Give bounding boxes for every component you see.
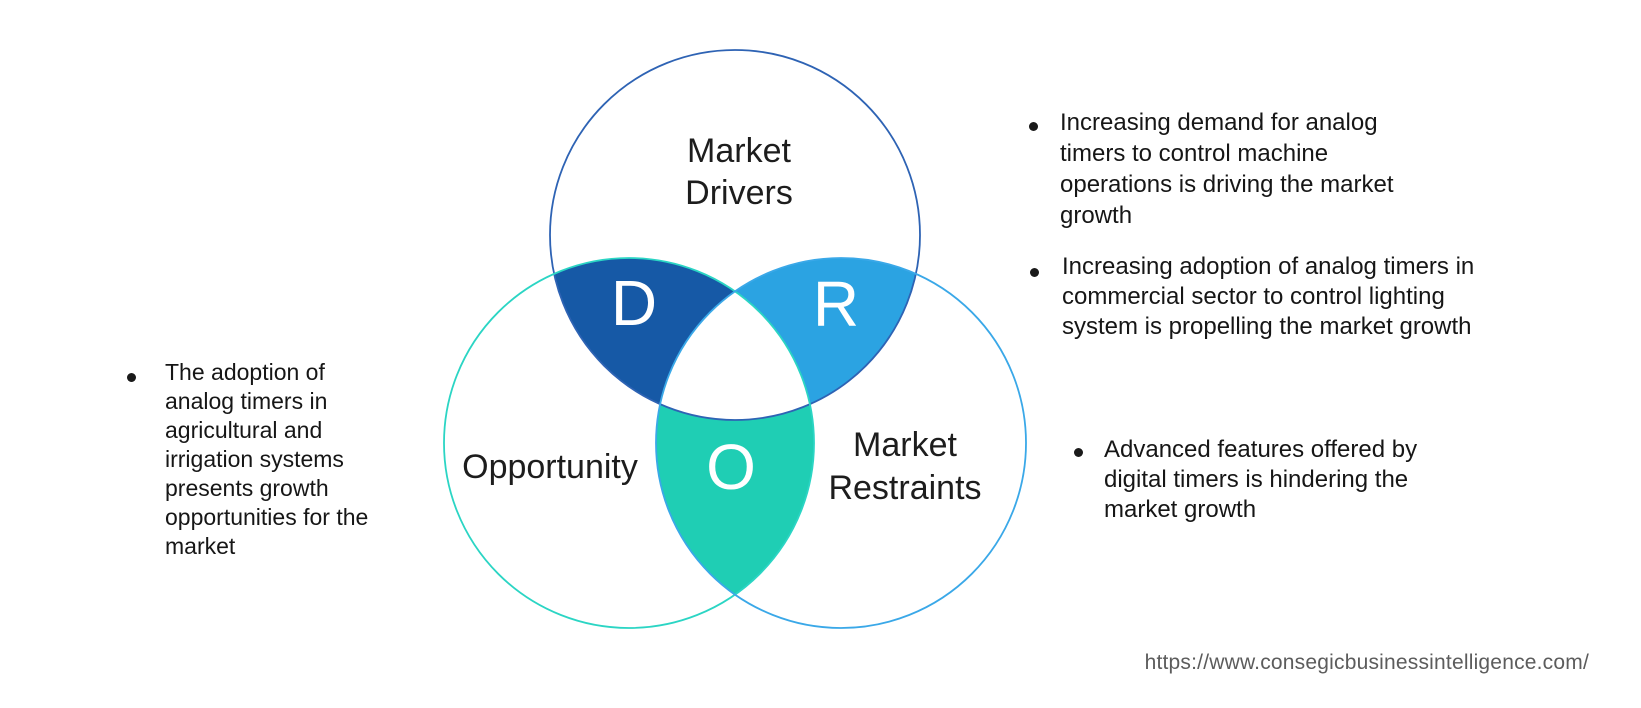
bullet-icon xyxy=(1074,448,1083,457)
opportunity-label: Opportunity xyxy=(462,448,638,486)
note-driver-1: Increasing demand for analog timers to c… xyxy=(1060,109,1394,229)
source-url: https://www.consegicbusinessintelligence… xyxy=(1144,651,1589,674)
note-driver-2: Increasing adoption of analog timers in … xyxy=(1062,253,1475,340)
letter-opportunity: O xyxy=(706,431,756,503)
restraints-circle-outline xyxy=(655,257,1027,629)
note-restraint-1: Advanced features offered by digital tim… xyxy=(1104,436,1418,523)
market-drivers-label: Market Drivers xyxy=(685,132,793,212)
note-opportunity: The adoption of analog timers in agricul… xyxy=(165,359,369,559)
center-overlap xyxy=(656,258,814,420)
market-restraints-label: Market Restraints xyxy=(828,426,982,507)
letter-restraints: R xyxy=(813,268,859,340)
bullet-icon xyxy=(1030,268,1039,277)
letter-drivers: D xyxy=(611,267,657,339)
bullet-icon xyxy=(1029,122,1038,131)
drivers-circle-outline xyxy=(549,49,921,421)
opportunity-circle-outline xyxy=(443,257,815,629)
bullet-icon xyxy=(127,373,136,382)
